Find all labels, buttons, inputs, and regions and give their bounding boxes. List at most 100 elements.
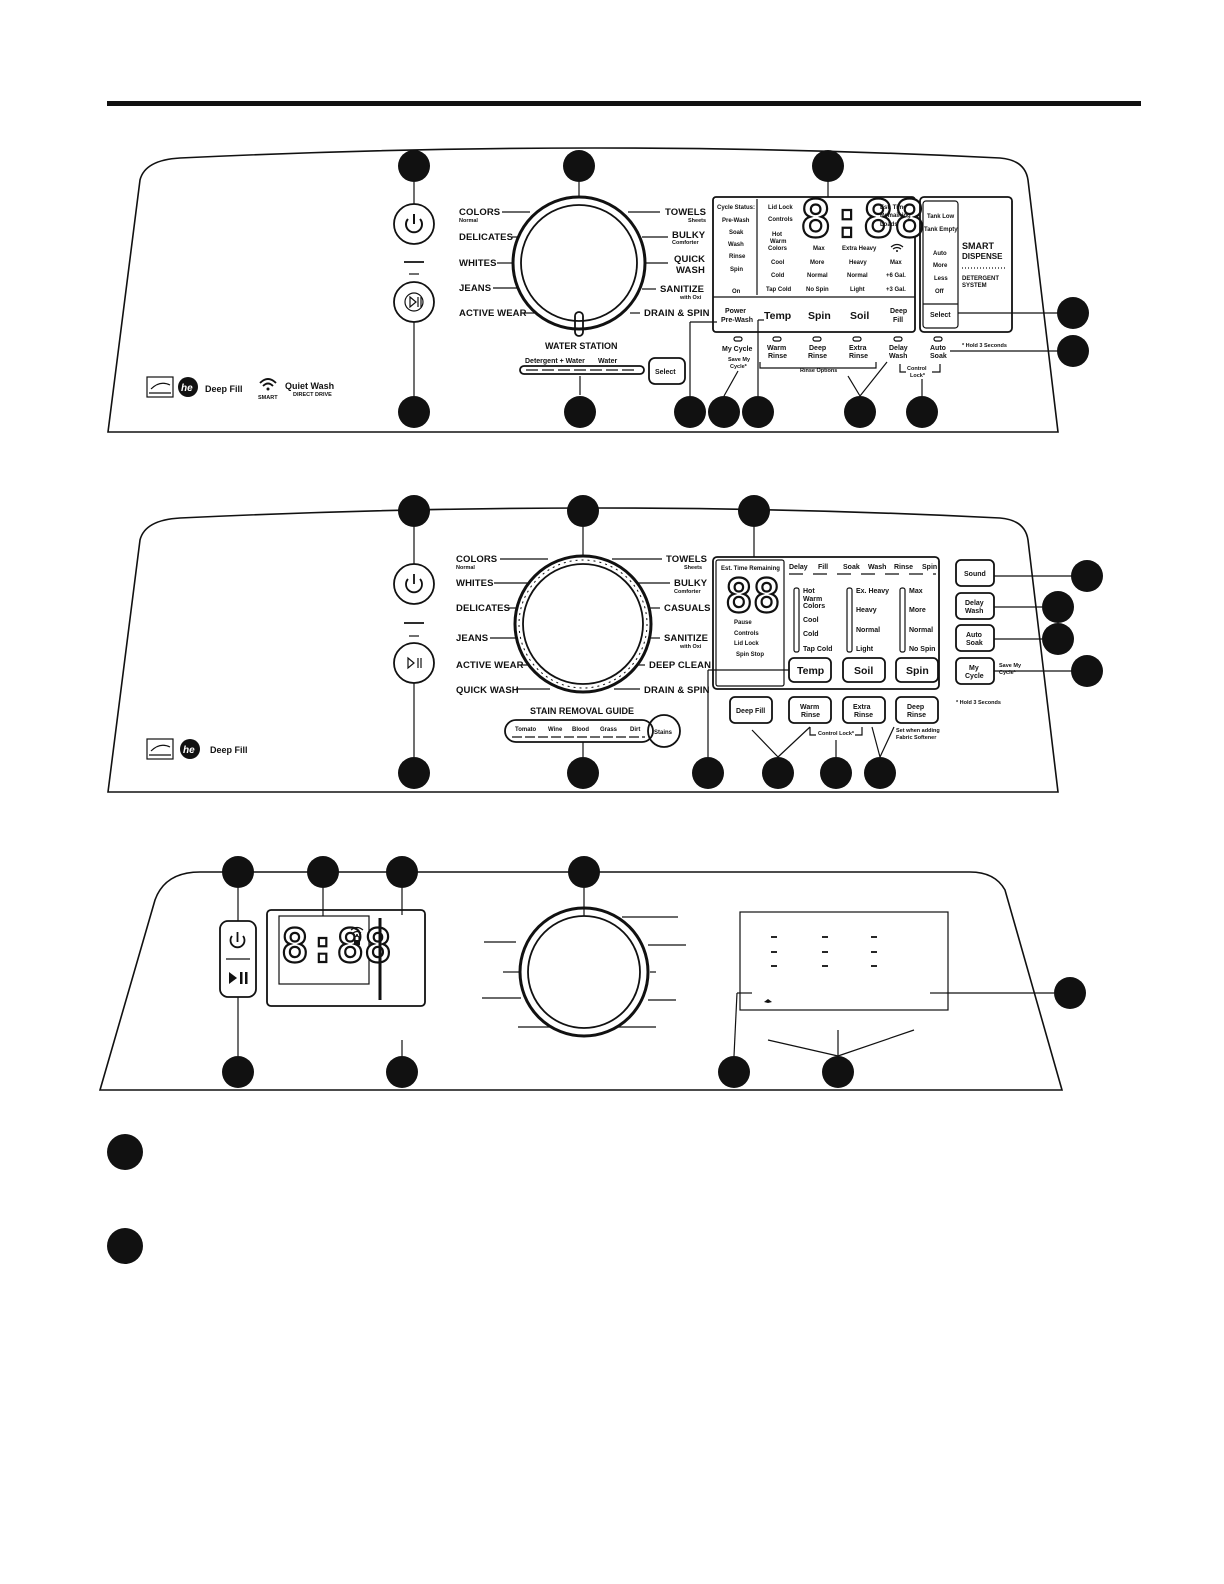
svg-text:Cool: Cool bbox=[803, 617, 819, 624]
svg-text:Rinse: Rinse bbox=[808, 353, 827, 360]
svg-text:Sheets: Sheets bbox=[688, 218, 706, 224]
smart-select-button[interactable]: Select bbox=[930, 312, 951, 319]
dial-sanitize: SANITIZE bbox=[660, 284, 704, 295]
stain-slider[interactable] bbox=[504, 719, 654, 743]
water-station-slider[interactable] bbox=[519, 365, 645, 375]
svg-text:Rinse: Rinse bbox=[729, 254, 746, 260]
svg-text:Normal: Normal bbox=[856, 627, 880, 634]
svg-text:Warm: Warm bbox=[770, 239, 786, 245]
soil-button[interactable] bbox=[842, 657, 886, 683]
delay-wash-button[interactable] bbox=[955, 592, 995, 620]
callout bbox=[398, 495, 430, 527]
svg-text:Delay: Delay bbox=[965, 600, 984, 607]
svg-text:Power: Power bbox=[725, 308, 746, 315]
he-logo bbox=[180, 739, 200, 759]
svg-text:with Oxi: with Oxi bbox=[679, 295, 702, 301]
extra-rinse-button[interactable] bbox=[842, 696, 886, 724]
callout bbox=[674, 396, 706, 428]
svg-text:WASH: WASH bbox=[676, 265, 705, 276]
callout bbox=[1057, 297, 1089, 329]
play-pause-icon bbox=[229, 972, 248, 984]
svg-text:Max: Max bbox=[813, 246, 825, 252]
dial-bulky: BULKY bbox=[672, 230, 706, 241]
callout bbox=[812, 150, 844, 182]
deep-fill-button[interactable] bbox=[729, 696, 773, 724]
svg-text:Tap Cold: Tap Cold bbox=[803, 646, 832, 653]
svg-text:Extra: Extra bbox=[849, 345, 867, 352]
dial-quick-wash: QUICK bbox=[674, 254, 705, 265]
svg-text:Wash: Wash bbox=[965, 608, 983, 615]
wifi-icon bbox=[890, 243, 904, 252]
svg-text:Ex. Heavy: Ex. Heavy bbox=[856, 588, 889, 595]
panel-3: 8:88 bbox=[98, 856, 1086, 1091]
water-station-title: WATER STATION bbox=[545, 341, 618, 351]
svg-text:No Spin: No Spin bbox=[806, 287, 829, 293]
svg-text:Est. Time Remaining: Est. Time Remaining bbox=[721, 566, 780, 572]
svg-text:Wash: Wash bbox=[728, 242, 744, 248]
svg-text:Wash: Wash bbox=[889, 353, 907, 360]
svg-text:Deep: Deep bbox=[890, 308, 907, 315]
svg-text:Sound: Sound bbox=[964, 571, 986, 578]
svg-text:Fill: Fill bbox=[818, 564, 828, 571]
spin-button[interactable] bbox=[895, 657, 939, 683]
svg-text:Cycle*: Cycle* bbox=[999, 670, 1017, 676]
dial-drain-spin: DRAIN & SPIN bbox=[644, 308, 710, 319]
auto-soak-button[interactable] bbox=[955, 624, 995, 652]
smart-dispense: Tank Low Tank Empty Auto More Less Off S… bbox=[919, 196, 1013, 333]
time-readout: 8:88 bbox=[800, 190, 925, 250]
svg-text:Colors: Colors bbox=[803, 603, 825, 610]
lcd-display: Est. Time Remaining 88 Pause Controls Li… bbox=[712, 556, 940, 690]
stains-button[interactable] bbox=[647, 714, 681, 748]
water-select-button[interactable] bbox=[648, 357, 686, 385]
svg-text:Warm: Warm bbox=[767, 345, 786, 352]
callout bbox=[718, 1056, 750, 1088]
svg-text:Less: Less bbox=[934, 276, 948, 282]
svg-text:Deep Fill: Deep Fill bbox=[736, 708, 765, 715]
svg-text:Deep: Deep bbox=[907, 704, 924, 711]
svg-text:Tomato: Tomato bbox=[515, 727, 537, 733]
svg-text:Save My: Save My bbox=[999, 663, 1022, 669]
svg-text:Lid Lock: Lid Lock bbox=[768, 205, 793, 211]
svg-text:DIRECT DRIVE: DIRECT DRIVE bbox=[293, 392, 332, 398]
svg-text:Auto: Auto bbox=[933, 251, 947, 257]
svg-text:Cycle: Cycle bbox=[965, 673, 984, 680]
svg-text:Lock*: Lock* bbox=[910, 373, 926, 379]
deep-rinse-button[interactable] bbox=[895, 696, 939, 724]
svg-text:DETERGENT: DETERGENT bbox=[962, 276, 999, 282]
svg-text:Sheets: Sheets bbox=[684, 565, 702, 571]
callout bbox=[1042, 591, 1074, 623]
svg-text:Soak: Soak bbox=[966, 640, 983, 647]
panel-1: COLORS Normal DELICATES WHITES JEANS ACT… bbox=[107, 147, 1089, 433]
svg-text:Detergent + Water: Detergent + Water bbox=[525, 358, 585, 365]
svg-text:+6 Gal.: +6 Gal. bbox=[886, 273, 906, 279]
warm-rinse-button[interactable] bbox=[788, 696, 832, 724]
svg-text:Rinse Options: Rinse Options bbox=[800, 368, 837, 374]
svg-text:Spin Stop: Spin Stop bbox=[736, 652, 764, 658]
power-icon bbox=[229, 932, 246, 949]
svg-text:Rinse: Rinse bbox=[801, 712, 820, 719]
callout bbox=[1057, 335, 1089, 367]
temp-button[interactable]: Temp bbox=[764, 310, 791, 322]
svg-text:More: More bbox=[909, 607, 926, 614]
svg-text:Tank Low: Tank Low bbox=[927, 214, 955, 220]
svg-text:Soak: Soak bbox=[843, 564, 860, 571]
callout bbox=[222, 856, 254, 888]
svg-text:STAIN REMOVAL GUIDE: STAIN REMOVAL GUIDE bbox=[530, 706, 634, 716]
svg-text:Normal: Normal bbox=[807, 273, 828, 279]
svg-text:Comforter: Comforter bbox=[674, 589, 701, 595]
svg-text:Est. Time: Est. Time bbox=[880, 205, 907, 211]
svg-text:Select: Select bbox=[655, 369, 676, 376]
callout bbox=[398, 757, 430, 789]
svg-text:Stains: Stains bbox=[654, 730, 673, 736]
spin-button[interactable]: Spin bbox=[808, 310, 831, 322]
svg-text:Temp: Temp bbox=[797, 665, 824, 677]
sound-button[interactable] bbox=[955, 559, 995, 587]
svg-text:Max: Max bbox=[909, 588, 923, 595]
svg-text:ACTIVE WEAR: ACTIVE WEAR bbox=[456, 660, 524, 671]
svg-text:Normal: Normal bbox=[847, 273, 868, 279]
callout bbox=[844, 396, 876, 428]
soil-button[interactable]: Soil bbox=[850, 310, 869, 322]
svg-text:SMART: SMART bbox=[258, 395, 278, 401]
option-display bbox=[739, 911, 949, 1011]
